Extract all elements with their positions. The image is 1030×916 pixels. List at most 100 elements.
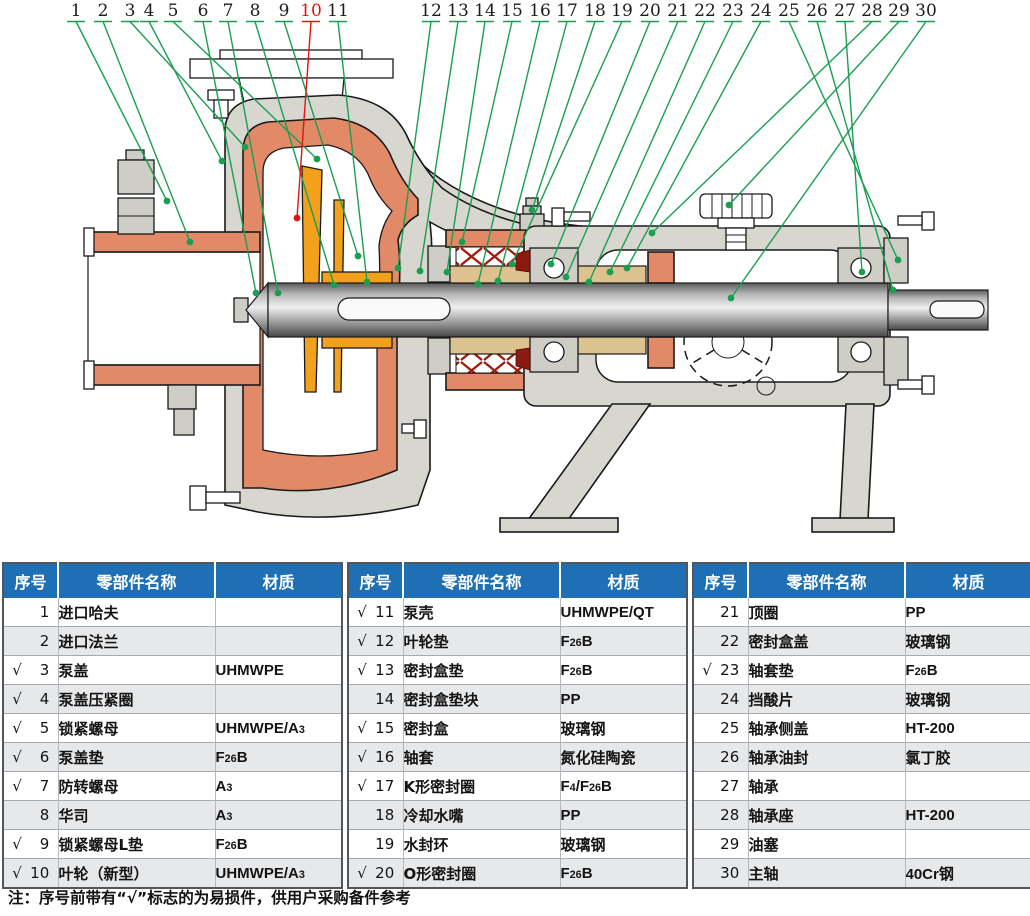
part-material-cell: 玻璃钢	[905, 626, 1030, 656]
leader-line-28	[651, 20, 873, 234]
part-number-cell: 22	[693, 626, 749, 656]
part-number-cell: 30	[693, 858, 749, 888]
callout-label-23: 23	[722, 1, 744, 21]
leader-line-4	[148, 21, 223, 162]
callout-label-21: 21	[667, 1, 689, 21]
part-material-cell: 玻璃钢	[560, 713, 687, 743]
part-number-cell: 18	[348, 800, 404, 830]
column-header: 零部件名称	[402, 563, 560, 598]
part-name-cell: 进口哈夫	[58, 598, 216, 627]
callout-label-14: 14	[474, 1, 496, 21]
callout-label-9: 9	[279, 1, 290, 21]
part-material-cell: 氮化硅陶瓷	[560, 742, 687, 772]
callout-label-15: 15	[501, 1, 523, 21]
part-material-cell: UHMWPE/A3	[215, 713, 342, 743]
seal-gland-bottom	[427, 337, 451, 375]
wear-part-checkmark: √	[357, 864, 367, 882]
wear-part-checkmark: √	[357, 748, 367, 766]
frame-bolt-left	[551, 207, 591, 227]
part-number-cell: 8	[3, 800, 59, 830]
leader-dot-3	[241, 143, 249, 151]
leader-dot-4	[218, 157, 226, 165]
leader-line-6	[202, 21, 257, 294]
callout-label-22: 22	[694, 1, 716, 21]
leader-line-7	[227, 21, 279, 294]
wear-part-checkmark: √	[12, 777, 22, 795]
part-name-cell: 轴套垫	[748, 655, 906, 685]
leader-line-12	[397, 21, 432, 269]
callout-label-29: 29	[888, 1, 910, 21]
part-number-cell: √5	[3, 713, 59, 743]
part-number-cell: 19	[348, 829, 404, 859]
casing-bolt-top	[207, 89, 235, 119]
part-name-cell: 顶圈	[748, 598, 906, 627]
part-number-cell: 21	[693, 598, 749, 627]
part-name-cell: 轴承油封	[748, 742, 906, 772]
part-name-cell: 轴承座	[748, 800, 906, 830]
wear-part-checkmark: √	[357, 661, 367, 679]
callout-label-5: 5	[168, 1, 179, 21]
leader-dot-12	[394, 264, 402, 272]
leader-line-23	[609, 21, 734, 273]
part-name-cell: 轴承侧盖	[748, 713, 906, 743]
part-material-cell	[215, 684, 342, 714]
leader-dot-24	[623, 264, 631, 272]
column-header: 材质	[904, 563, 1030, 598]
leader-dot-29	[725, 201, 733, 209]
part-name-cell: 华司	[58, 800, 216, 830]
part-material-cell: 玻璃钢	[905, 684, 1030, 714]
leader-dot-6	[252, 289, 260, 297]
part-name-cell: 叶轮（新型）	[58, 858, 216, 888]
part-number-cell: √16	[348, 742, 404, 772]
column-header: 零部件名称	[747, 563, 905, 598]
part-material-cell: F26B	[560, 655, 687, 685]
pump-cross-section: 1234567891011121314151617181920212223242…	[67, 1, 989, 533]
wear-part-checkmark: √	[12, 719, 22, 737]
leader-line-30	[730, 21, 927, 299]
part-name-cell: 密封盒垫	[403, 655, 561, 685]
part-material-cell: HT-200	[905, 800, 1030, 830]
part-number-cell: √23	[693, 655, 749, 685]
part-number-cell: √4	[3, 684, 59, 714]
part-name-cell: 密封盒盖	[748, 626, 906, 656]
oil-filler-cap	[699, 193, 773, 251]
frame-bolt-right-top	[897, 211, 935, 231]
part-name-cell: 锁紧螺母L垫	[58, 829, 216, 859]
shaft-keyway	[337, 297, 451, 321]
part-material-cell: 氯丁胶	[905, 742, 1030, 772]
wear-part-checkmark: √	[357, 719, 367, 737]
part-material-cell: UHMWPE/A3	[215, 858, 342, 888]
part-material-cell	[905, 829, 1030, 859]
callout-label-11: 11	[327, 1, 349, 21]
wear-part-checkmark: √	[357, 632, 367, 650]
frame-bolt-right-bottom	[897, 375, 935, 395]
leader-dot-19	[508, 260, 516, 268]
part-material-cell: 40Cr钢	[905, 858, 1030, 888]
sleeve-gasket-bottom	[647, 336, 675, 369]
leader-dot-7	[274, 289, 282, 297]
seal-gland-top	[427, 245, 451, 283]
part-material-cell	[215, 598, 342, 627]
leader-line-25	[788, 21, 899, 261]
callout-label-26: 26	[806, 1, 828, 21]
leader-dot-27	[858, 268, 866, 276]
